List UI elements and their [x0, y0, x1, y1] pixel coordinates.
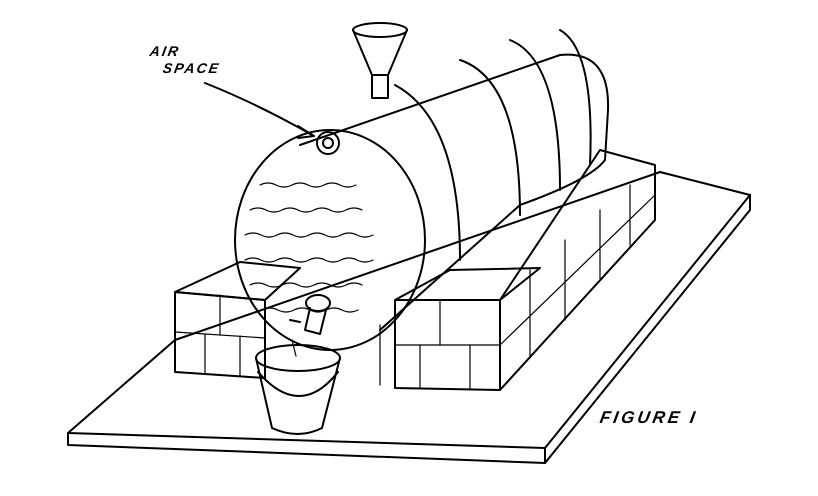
- air-vent-plug: [316, 131, 340, 155]
- brick-support-rear: [499, 149, 656, 391]
- air-space-arrow: [204, 82, 315, 139]
- figure-caption: FIGURE I: [598, 408, 700, 427]
- base-board: [67, 171, 751, 464]
- air-space-label-line2: SPACE: [161, 60, 222, 76]
- air-space-label-line1: AIR: [148, 43, 182, 59]
- brick-support-left: [174, 261, 301, 379]
- funnel: [352, 22, 408, 99]
- spigot: [289, 294, 331, 335]
- brick-support-right: [379, 267, 541, 391]
- bucket: [255, 339, 341, 435]
- barrel: [234, 29, 610, 351]
- water-ripples: [244, 182, 374, 313]
